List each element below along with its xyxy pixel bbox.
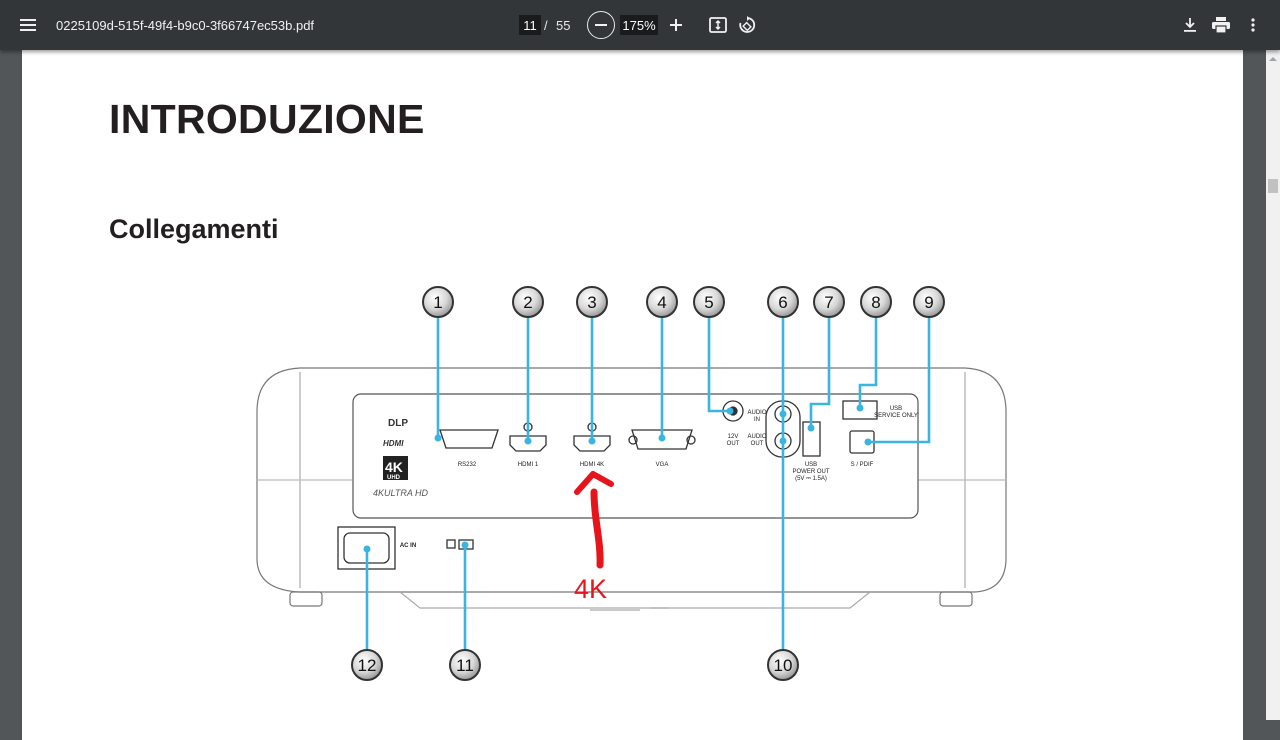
more-actions-button[interactable] — [1240, 12, 1266, 38]
callout-11: 11 — [456, 656, 474, 675]
callout-8: 8 — [871, 293, 880, 312]
red-annotation-label: 4K — [574, 574, 607, 604]
download-button[interactable] — [1177, 12, 1203, 38]
fit-page-icon — [709, 17, 727, 33]
document-title: 0225109d-515f-49f4-b9c0-3f66747ec53b.pdf — [56, 17, 315, 33]
zoom-in-icon — [670, 19, 682, 31]
hdmi4k-port — [573, 435, 611, 452]
callout-bubbles — [351, 286, 945, 681]
label-usb-service-2: SERVICE ONLY — [874, 413, 918, 419]
ultra-hd-logo: 4KULTRA HD — [373, 488, 429, 498]
more-vert-icon — [1251, 18, 1255, 32]
projector-rear-body — [256, 367, 1007, 611]
callout-6: 6 — [778, 293, 787, 312]
download-icon — [1184, 18, 1196, 32]
rs232-port — [439, 429, 499, 449]
label-usb-service: USB — [890, 406, 902, 412]
callout-lines — [365, 316, 931, 651]
label-hdmi4k: HDMI 4K — [580, 462, 604, 468]
zoom-out-icon — [595, 24, 607, 26]
page-heading: INTRODUZIONE — [109, 96, 425, 142]
label-12v: 12V — [728, 434, 739, 440]
zoom-input[interactable]: 175% — [620, 15, 658, 35]
callout-3: 3 — [587, 293, 596, 312]
page-total: 55 — [556, 17, 571, 33]
hdmi1-port — [509, 435, 547, 452]
print-icon — [1212, 17, 1230, 33]
label-usb-power-3: (5V ⎓ 1.5A) — [795, 476, 827, 482]
page-number-input[interactable] — [519, 15, 541, 35]
label-spdif: S / PDIF — [851, 462, 874, 468]
callout-numbers: 1 2 3 4 5 6 7 8 9 10 11 12 — [358, 293, 934, 675]
label-usb-power: USB — [805, 462, 817, 468]
callout-10: 10 — [774, 656, 793, 675]
dlp-logo: DLP — [388, 418, 408, 429]
callout-1: 1 — [433, 293, 442, 312]
label-rs232: RS232 — [458, 462, 477, 468]
uhd-logo: UHD — [387, 475, 401, 481]
callout-4: 4 — [657, 293, 666, 312]
rotate-button[interactable] — [734, 12, 760, 38]
label-audio-out-2: OUT — [751, 441, 764, 447]
callout-9: 9 — [924, 293, 933, 312]
certification-logos: DLP HDMI 4K UHD 4KULTRA HD — [373, 418, 429, 498]
menu-icon — [20, 19, 36, 31]
section-heading: Collegamenti — [109, 214, 279, 244]
port-labels: RS232 HDMI 1 HDMI 4K VGA 12V OUT AUDIO I… — [400, 406, 918, 549]
pdf-page — [22, 50, 1243, 740]
callout-dots — [363, 404, 872, 553]
scrollbar-thumb[interactable] — [1268, 179, 1278, 193]
red-annotation-arrow — [574, 471, 614, 569]
label-usb-power-2: POWER OUT — [793, 469, 830, 475]
label-12v-out: OUT — [727, 441, 740, 447]
hdmi-logo: HDMI — [383, 439, 404, 448]
pdf-toolbar: 0225109d-515f-49f4-b9c0-3f66747ec53b.pdf… — [0, 0, 1280, 50]
print-button[interactable] — [1207, 12, 1235, 38]
label-audio-out: AUDIO — [747, 434, 766, 440]
label-audio-in: AUDIO — [747, 410, 766, 416]
zoom-in-button[interactable] — [663, 12, 689, 38]
callout-7: 7 — [824, 293, 833, 312]
label-ac-in: AC IN — [400, 543, 416, 549]
connections-diagram: DLP HDMI 4K UHD 4KULTRA HD RS232 HDMI 1 … — [256, 286, 1007, 681]
vertical-scrollbar[interactable] — [1266, 50, 1280, 720]
label-vga: VGA — [656, 462, 669, 468]
zoom-out-button[interactable] — [587, 11, 615, 39]
callout-12: 12 — [358, 656, 377, 675]
page-separator: / — [544, 17, 548, 33]
fit-page-button[interactable] — [705, 12, 731, 38]
label-audio-in-2: IN — [754, 417, 760, 423]
label-hdmi1: HDMI 1 — [518, 462, 539, 468]
rotate-icon — [739, 16, 756, 33]
4k-logo: 4K — [385, 459, 403, 475]
menu-button[interactable] — [12, 9, 44, 41]
scroll-up-icon[interactable] — [1268, 54, 1278, 64]
callout-2: 2 — [523, 293, 532, 312]
callout-5: 5 — [704, 293, 713, 312]
